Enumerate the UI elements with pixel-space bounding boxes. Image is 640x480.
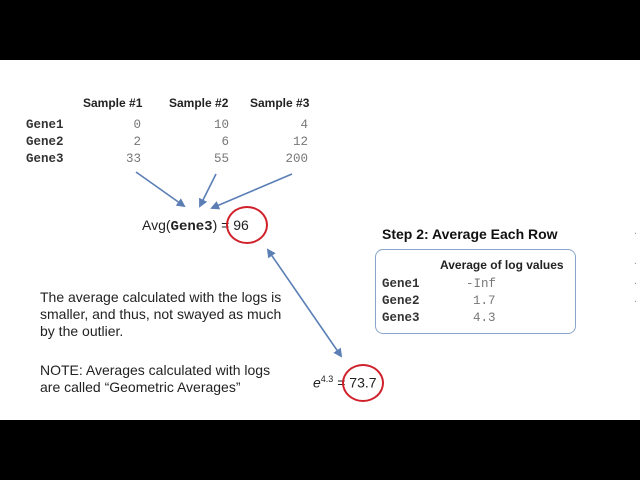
gene-label: Gene2: [382, 294, 420, 308]
arrows-layer: [135, 171, 343, 358]
arrow-avg-to-exp: [266, 248, 343, 358]
avg-prefix: Avg(: [142, 217, 171, 233]
gene-label: Gene3: [26, 152, 64, 166]
table-cell: 12: [292, 135, 308, 149]
arrow-sample1: [135, 171, 186, 208]
table-cell: 6: [221, 135, 229, 149]
gene-label: Gene2: [26, 135, 64, 149]
gene-label: Gene1: [382, 277, 420, 291]
table-cell: 200: [285, 152, 308, 166]
table-cell: 55: [213, 152, 229, 166]
table-cell: 2: [133, 135, 141, 149]
arrow-sample3: [210, 173, 293, 210]
gene-label: Gene3: [382, 311, 420, 325]
table-cell: 0: [133, 118, 141, 132]
table-cell: 10: [213, 118, 229, 132]
note-paragraph: NOTE: Averages calculated with logs are …: [40, 362, 271, 395]
table-cell: 33: [125, 152, 141, 166]
step2-title: Step 2: Average Each Row: [382, 226, 558, 242]
avg-highlight-circle: [226, 206, 268, 244]
exp-highlight-circle: [342, 364, 384, 402]
log-avg-value: -Inf: [466, 277, 497, 291]
step2-column-header: Average of log values: [440, 258, 564, 272]
header-sample-3: Sample #3: [250, 96, 310, 110]
avg-gene: Gene3: [170, 219, 213, 235]
avg-suffix: ) =: [212, 217, 234, 233]
exp-base: e: [313, 374, 321, 391]
exp-power: 4.3: [320, 374, 334, 384]
header-sample-2: Sample #2: [169, 96, 229, 110]
arrow-sample2: [199, 173, 217, 208]
cutoff-glyph: ∙: [634, 258, 637, 269]
table-cell: 4: [300, 118, 308, 132]
exp-equals: =: [333, 374, 350, 391]
log-avg-value: 4.3: [473, 311, 496, 325]
gene-label: Gene1: [26, 118, 64, 132]
step2-box: [375, 249, 576, 334]
cutoff-glyph: ∙: [634, 296, 637, 307]
explanation-paragraph: The average calculated with the logs is …: [40, 289, 282, 339]
cutoff-glyph: ∙: [634, 278, 637, 289]
slide: Sample #1 Sample #2 Sample #3 Gene1 0 10…: [0, 60, 640, 420]
log-avg-value: 1.7: [473, 294, 496, 308]
cutoff-glyph: ∙: [634, 228, 637, 239]
header-sample-1: Sample #1: [83, 96, 143, 110]
